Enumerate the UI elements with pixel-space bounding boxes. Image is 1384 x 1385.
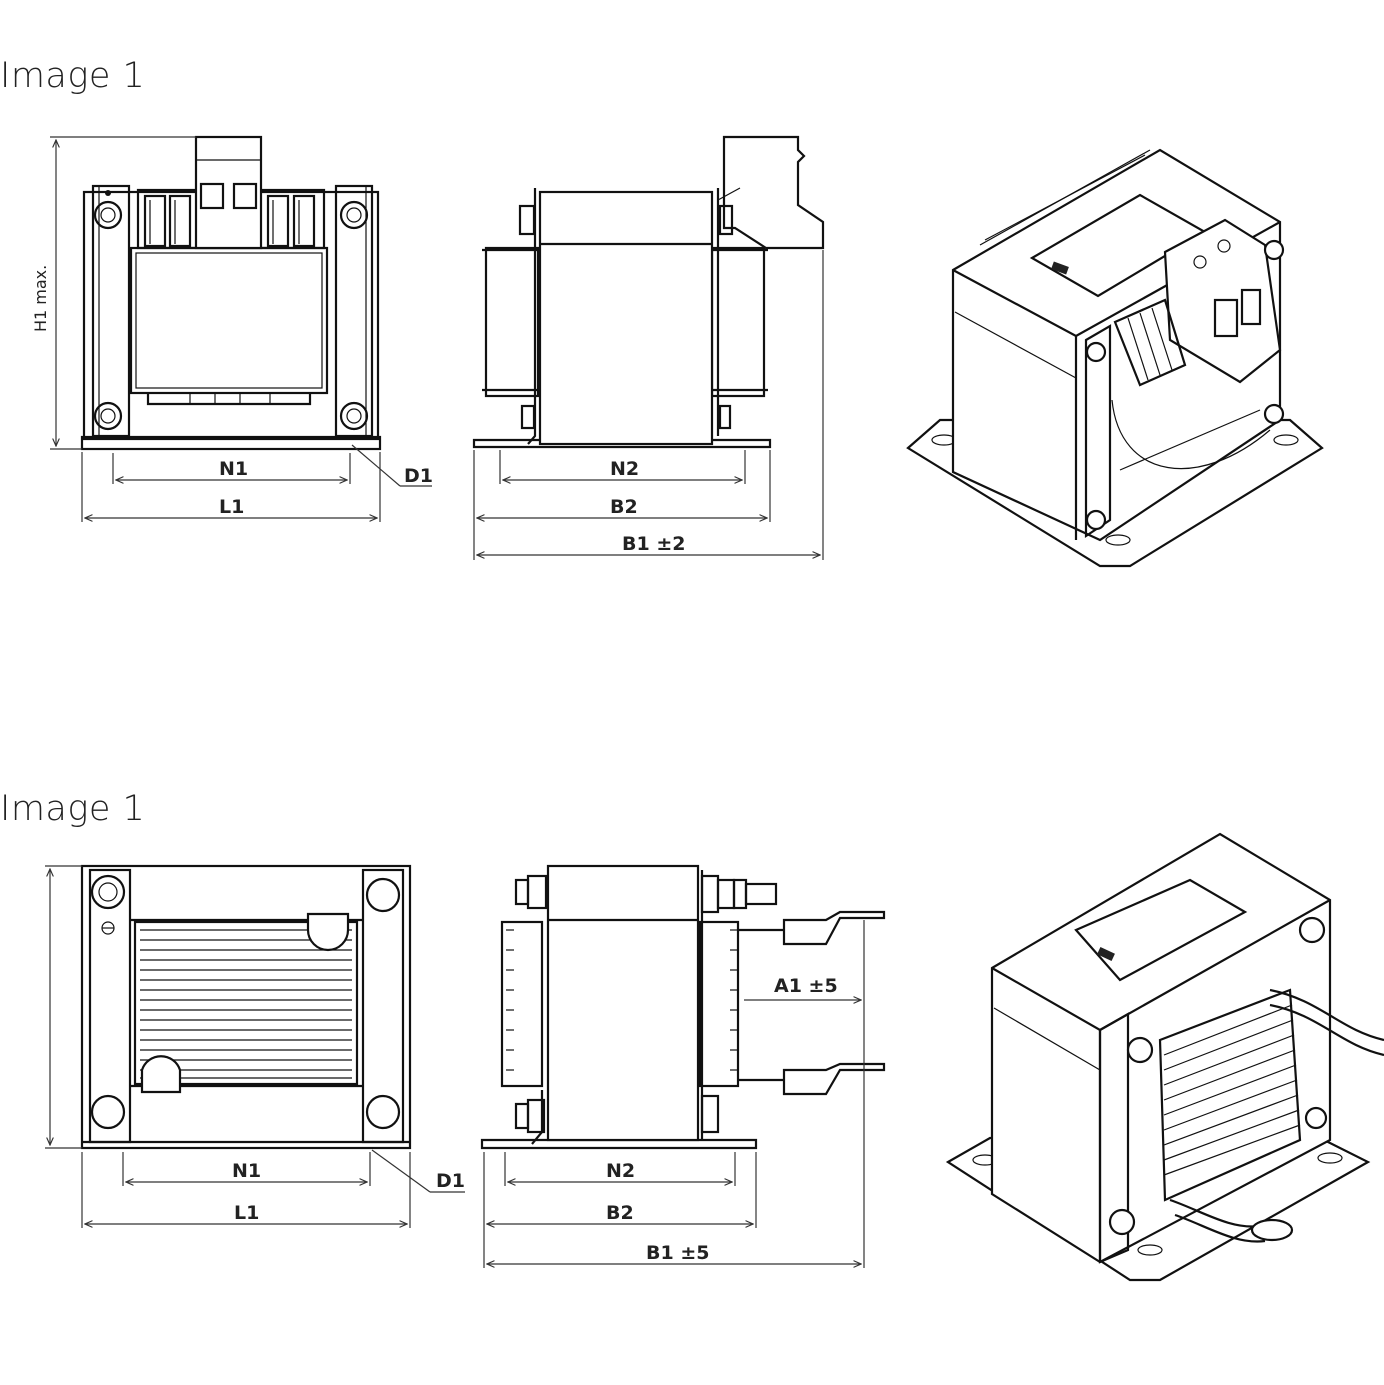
bolt-icon [339, 401, 369, 431]
bolt-icon [1085, 509, 1107, 531]
bolt-icon [93, 190, 123, 230]
label-top-n1: N1 [219, 458, 248, 480]
bottom-isometric-view [945, 832, 1384, 1282]
bolt-icon [90, 1094, 126, 1130]
bolt-icon [339, 200, 369, 230]
label-bottom-d1: D1 [436, 1170, 465, 1192]
bottom-front-view [80, 864, 412, 1150]
winding-lines [1163, 1004, 1301, 1176]
bolt-icon [365, 877, 401, 913]
bolt-icon [1263, 403, 1285, 425]
winding-lines [140, 929, 352, 1079]
label-top-n2: N2 [610, 458, 639, 480]
top-front-view [80, 135, 382, 451]
bolt-icon [1298, 916, 1326, 944]
top-isometric-view [906, 148, 1324, 568]
label-bottom-b1: B1 ±5 [646, 1242, 709, 1264]
top-front-dimensions [50, 136, 432, 522]
bolt-icon [1263, 239, 1285, 261]
bolt-icon [90, 874, 126, 910]
top-side-dimensions [473, 250, 824, 560]
heading-image-1-top: Image 1 [0, 56, 146, 96]
bolt-icon [93, 401, 123, 431]
ground-icon [101, 921, 115, 935]
label-top-d1: D1 [404, 465, 433, 487]
bolt-icon [1126, 1036, 1154, 1064]
lamination-teeth [506, 929, 738, 1071]
heading-image-1-bottom: Image 1 [0, 789, 146, 829]
bottom-side-view [480, 864, 886, 1150]
bolt-icon [365, 1094, 401, 1130]
label-top-l1: L1 [219, 496, 244, 518]
label-top-b2: B2 [610, 496, 638, 518]
label-h1-max: H1 max. [31, 265, 50, 332]
bottom-side-dimensions [483, 920, 865, 1268]
label-bottom-l1: L1 [234, 1202, 259, 1224]
bolt-icon [1108, 1208, 1136, 1236]
label-bottom-b2: B2 [606, 1202, 634, 1224]
label-bottom-n2: N2 [606, 1160, 635, 1182]
label-top-b1: B1 ±2 [622, 533, 685, 555]
label-bottom-a1: A1 ±5 [774, 975, 838, 997]
label-bottom-n1: N1 [232, 1160, 261, 1182]
top-side-view [472, 135, 825, 449]
bolt-icon [1085, 341, 1107, 363]
bottom-front-dimensions [45, 865, 465, 1228]
bolt-icon [1304, 1106, 1328, 1130]
